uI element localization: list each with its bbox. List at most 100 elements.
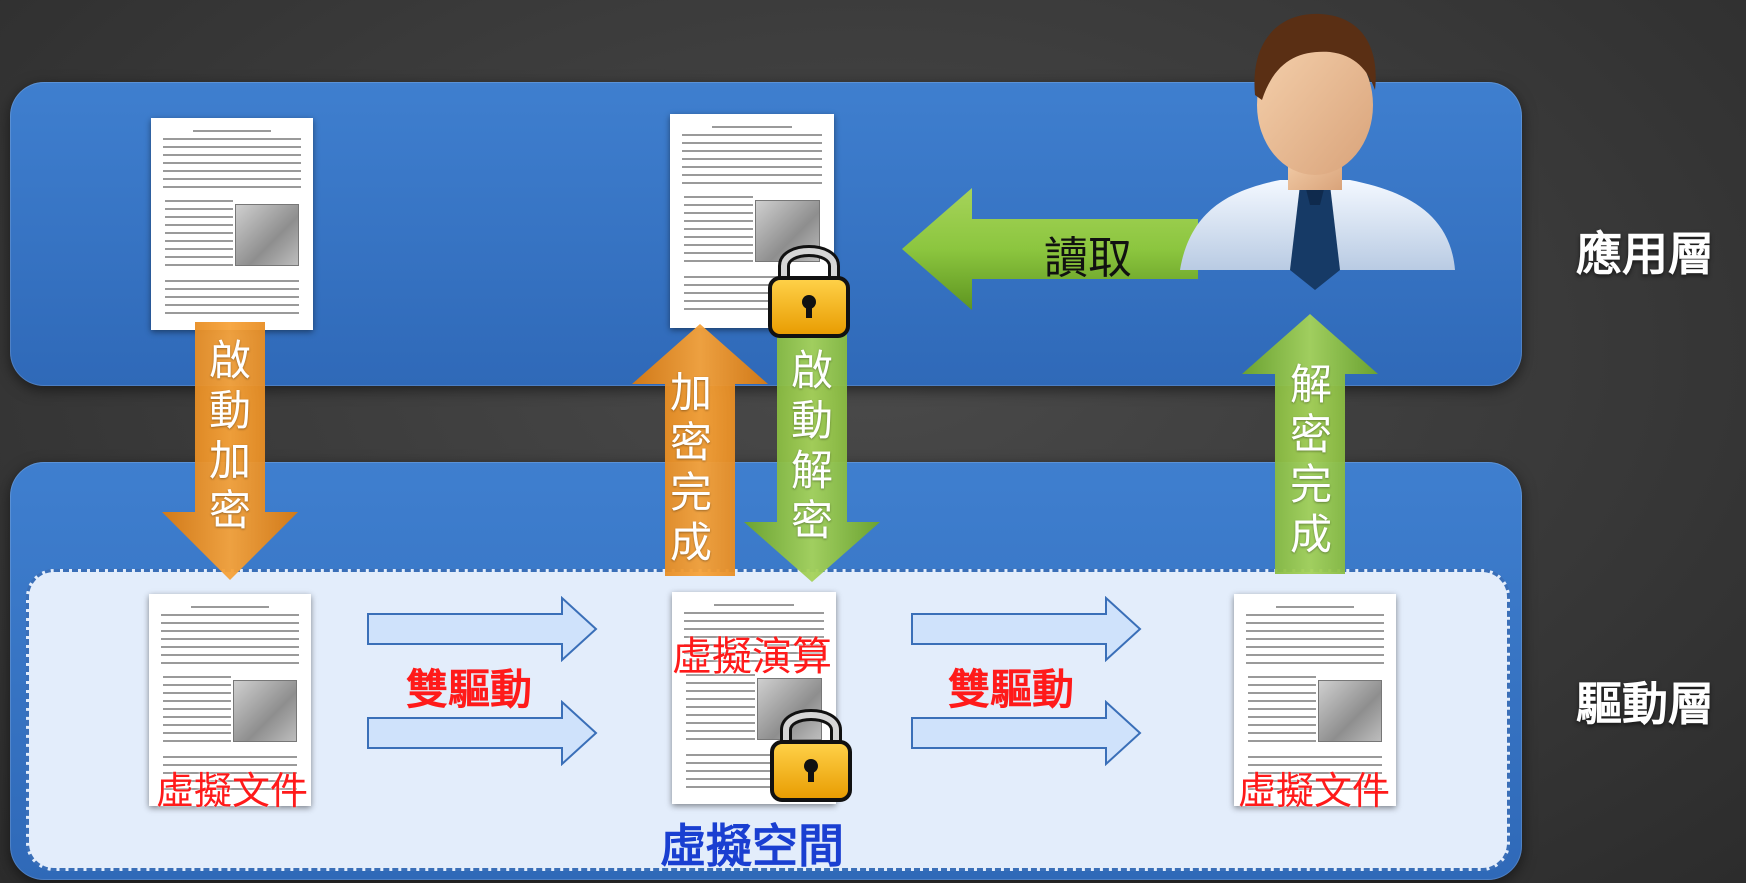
- text-line: [686, 770, 822, 772]
- text-line: [165, 256, 234, 258]
- text-line: [165, 224, 234, 226]
- text-line: [1248, 764, 1382, 766]
- text-line: [686, 738, 755, 740]
- text-line: [712, 126, 792, 128]
- text-line: [686, 730, 755, 732]
- text-line: [163, 772, 297, 774]
- text-line: [684, 212, 753, 214]
- text-line: [1248, 772, 1382, 774]
- start-decrypt-arrow-icon: [744, 322, 880, 582]
- decrypt-done-label: 解密完成: [1289, 360, 1332, 559]
- text-line: [682, 150, 822, 152]
- text-line: [1246, 630, 1384, 632]
- text-line: [165, 208, 234, 210]
- text-line: [684, 636, 824, 638]
- read-arrow-icon: [902, 188, 1198, 310]
- text-line: [1246, 622, 1384, 624]
- image-placeholder: [235, 204, 299, 266]
- text-line: [1248, 732, 1317, 734]
- text-line: [686, 786, 822, 788]
- lock-icon: [768, 245, 850, 338]
- text-line: [1248, 692, 1317, 694]
- text-line: [165, 248, 234, 250]
- dual-drive-arrow-icon: [911, 596, 1142, 662]
- text-line: [684, 244, 753, 246]
- text-line: [682, 158, 822, 160]
- text-line: [684, 276, 820, 278]
- text-line: [163, 732, 232, 734]
- text-line: [684, 612, 824, 614]
- text-line: [161, 646, 299, 648]
- text-line: [684, 260, 753, 262]
- text-line: [163, 178, 301, 180]
- text-line: [191, 606, 269, 608]
- text-line: [684, 292, 820, 294]
- text-line: [161, 654, 299, 656]
- text-line: [686, 674, 755, 676]
- text-line: [682, 174, 822, 176]
- text-line: [161, 662, 299, 664]
- text-line: [684, 204, 753, 206]
- dual-drive-arrow-icon: [367, 596, 598, 662]
- text-line: [163, 684, 232, 686]
- text-line: [1246, 638, 1384, 640]
- text-line: [684, 628, 824, 630]
- read-label: 讀取: [1044, 233, 1132, 284]
- text-line: [686, 714, 755, 716]
- text-line: [165, 216, 234, 218]
- text-line: [165, 264, 234, 266]
- text-line: [163, 676, 232, 678]
- text-line: [165, 296, 299, 298]
- text-line: [682, 134, 822, 136]
- text-line: [163, 764, 297, 766]
- encrypt-done-label: 加密完成: [669, 368, 712, 567]
- text-line: [163, 186, 301, 188]
- text-line: [1276, 606, 1354, 608]
- text-line: [165, 200, 234, 202]
- text-line: [684, 652, 824, 654]
- virtual-compute-label: 虛擬演算: [672, 634, 832, 680]
- text-line: [684, 252, 753, 254]
- document-icon: [149, 594, 311, 806]
- text-line: [686, 754, 822, 756]
- dual-drive-right-label: 雙驅動: [948, 665, 1075, 714]
- dual-drive-arrow-icon: [367, 700, 598, 766]
- text-line: [165, 312, 299, 314]
- document-icon: [151, 118, 313, 330]
- text-line: [1246, 614, 1384, 616]
- text-line: [163, 740, 232, 742]
- text-line: [163, 724, 232, 726]
- text-line: [682, 142, 822, 144]
- text-line: [684, 220, 753, 222]
- text-line: [682, 166, 822, 168]
- text-line: [1248, 788, 1382, 790]
- decrypt-done-arrow-icon: [1242, 314, 1378, 574]
- text-line: [686, 722, 755, 724]
- text-line: [686, 698, 755, 700]
- text-line: [163, 756, 297, 758]
- text-line: [1248, 756, 1382, 758]
- text-line: [165, 232, 234, 234]
- text-line: [684, 284, 820, 286]
- text-line: [163, 788, 297, 790]
- text-line: [1248, 700, 1317, 702]
- text-line: [684, 620, 824, 622]
- text-line: [161, 622, 299, 624]
- document-icon: [1234, 594, 1396, 806]
- text-line: [161, 614, 299, 616]
- text-line: [163, 708, 232, 710]
- start-encrypt-arrow-icon: [162, 322, 298, 580]
- text-line: [1248, 676, 1317, 678]
- text-line: [684, 236, 753, 238]
- text-line: [1246, 646, 1384, 648]
- text-line: [1248, 724, 1317, 726]
- application-layer-label: 應用層: [1576, 227, 1714, 281]
- text-line: [163, 780, 297, 782]
- text-line: [163, 162, 301, 164]
- text-line: [684, 644, 824, 646]
- text-line: [686, 706, 755, 708]
- virtual-file-left-label: 虛擬文件: [156, 769, 309, 813]
- start-decrypt-label: 啟動解密: [790, 346, 833, 545]
- text-line: [193, 130, 271, 132]
- text-line: [1248, 716, 1317, 718]
